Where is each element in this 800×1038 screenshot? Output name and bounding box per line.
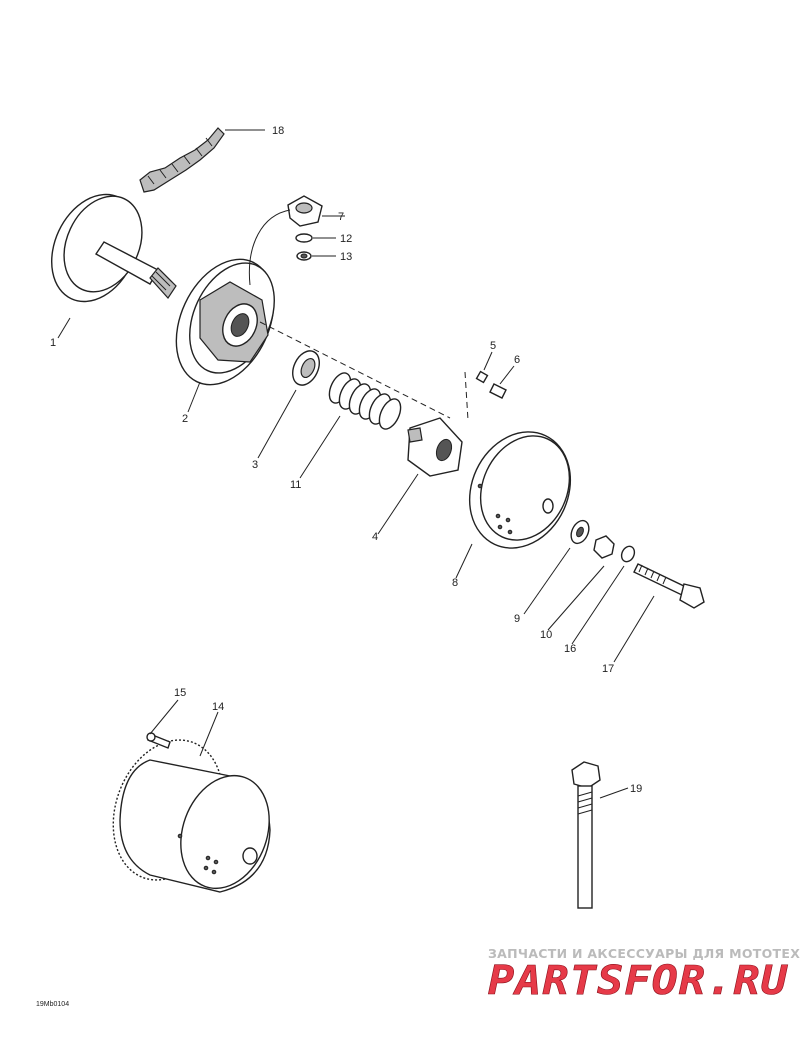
callouts: 18 7 12 13 1 5 6 2 3 11 4 8 9 10 16 17 1… bbox=[50, 125, 642, 795]
callout-4: 4 bbox=[372, 531, 378, 543]
callout-9: 9 bbox=[514, 613, 520, 625]
callout-19: 19 bbox=[630, 783, 642, 795]
drive-belt-segment bbox=[139, 127, 225, 193]
callout-17: 17 bbox=[602, 663, 614, 675]
spider-collar bbox=[407, 417, 463, 477]
callout-2: 2 bbox=[182, 413, 188, 425]
screw-6 bbox=[489, 383, 507, 399]
callout-6: 6 bbox=[514, 354, 520, 366]
callout-10: 10 bbox=[540, 629, 552, 641]
callout-14: 14 bbox=[212, 701, 224, 713]
callout-18: 18 bbox=[272, 125, 284, 137]
callout-16: 16 bbox=[564, 643, 576, 655]
movable-sheave bbox=[175, 258, 275, 386]
washer-13 bbox=[296, 251, 312, 261]
callout-13: 13 bbox=[340, 251, 352, 263]
figure-code: 19Mb0104 bbox=[36, 1001, 69, 1008]
bolt-17 bbox=[633, 563, 705, 609]
callout-11: 11 bbox=[290, 479, 301, 491]
screw-5 bbox=[475, 370, 489, 384]
lock-washer-16 bbox=[620, 545, 636, 563]
watermark: ЗАПЧАСТИ И АКСЕССУАРЫ ДЛЯ МОТОТЕХНИКИ PA… bbox=[488, 946, 800, 1004]
pulley-assembly bbox=[112, 739, 271, 893]
cam-slider bbox=[248, 195, 323, 286]
callout-3: 3 bbox=[252, 459, 258, 471]
leader-lines bbox=[57, 129, 655, 799]
callout-5: 5 bbox=[490, 340, 496, 352]
bolt-19 bbox=[571, 761, 601, 909]
washer-9 bbox=[570, 519, 590, 545]
assembly-axis bbox=[259, 321, 469, 421]
cover bbox=[468, 431, 572, 549]
callout-12: 12 bbox=[340, 233, 352, 245]
fixed-sheave bbox=[51, 193, 177, 303]
callout-1: 1 bbox=[50, 337, 56, 349]
callout-8: 8 bbox=[452, 577, 458, 589]
nut-10 bbox=[593, 535, 615, 559]
spring-seat bbox=[292, 350, 320, 386]
watermark-logo: PARTSFOR.RU bbox=[488, 958, 788, 1004]
watermark-tagline: ЗАПЧАСТИ И АКСЕССУАРЫ ДЛЯ МОТОТЕХНИКИ bbox=[488, 946, 800, 961]
spring bbox=[328, 372, 402, 430]
washer-12 bbox=[295, 233, 313, 243]
callout-15: 15 bbox=[174, 687, 186, 699]
callout-7: 7 bbox=[338, 211, 344, 223]
